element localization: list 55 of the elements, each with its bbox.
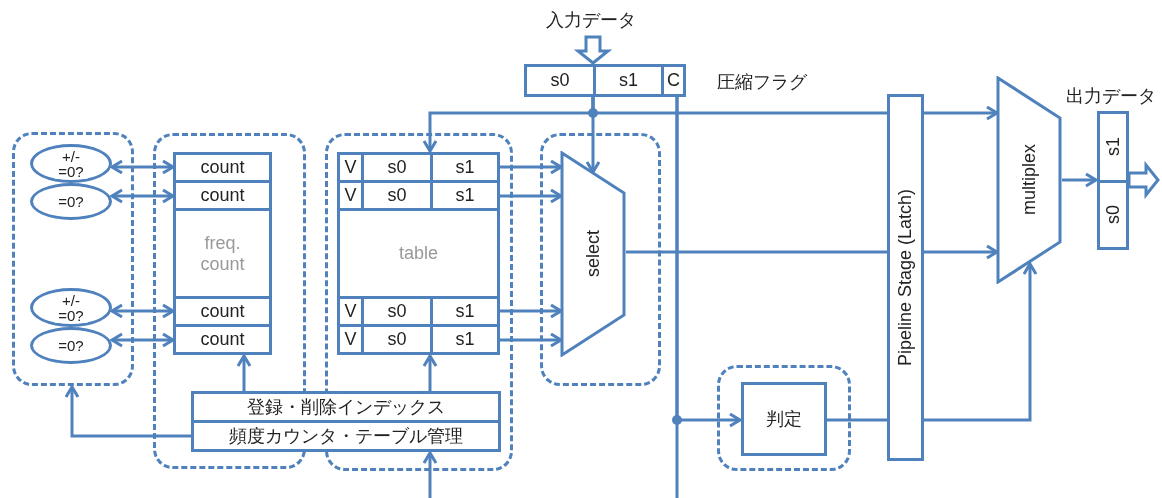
arrow	[236, 354, 252, 391]
comparator-ellipse: =0?	[30, 183, 112, 220]
connector-line	[591, 97, 887, 115]
edge-label: 入力データ	[546, 8, 636, 32]
selector-trapezoid: select	[560, 151, 626, 357]
dashed-group	[12, 132, 134, 386]
arrow	[924, 262, 1038, 422]
register-row	[524, 64, 686, 97]
connector-line	[827, 418, 887, 422]
table-cell-text: s1	[454, 156, 476, 180]
dashed-group	[717, 365, 851, 471]
register-box: 登録・削除インデックス	[191, 391, 501, 423]
table-cell-text: s0	[1101, 204, 1124, 227]
table-cell-text: s1	[454, 300, 476, 324]
register-box: table	[337, 208, 500, 299]
register-row	[1097, 111, 1129, 250]
comparator-ellipse: +/- =0?	[30, 144, 112, 183]
arrow	[500, 159, 563, 175]
caption-label: 出力データ	[1066, 85, 1156, 108]
arrow	[110, 188, 175, 204]
caption-label: 圧縮フラグ	[717, 71, 807, 94]
comparator-ellipse: +/- =0?	[30, 288, 112, 327]
hollow-arrow	[1127, 160, 1160, 200]
arrow	[500, 332, 563, 348]
dashed-group	[540, 133, 661, 386]
table-cell-text: s1	[454, 184, 476, 208]
register-row	[337, 324, 500, 355]
arrow	[500, 188, 563, 204]
table-cell: s0	[364, 327, 433, 352]
arrow	[675, 97, 742, 428]
arrow	[110, 303, 175, 319]
register-box: 判定	[741, 382, 827, 456]
arrow	[110, 332, 175, 348]
hollow-arrow	[573, 35, 613, 65]
arrow	[1062, 172, 1098, 188]
comparator-ellipse: =0?	[30, 327, 112, 364]
table-cell-text: s1	[454, 328, 476, 352]
register-box: count	[173, 324, 272, 355]
arrow	[64, 385, 191, 438]
register-box: freq. count	[173, 208, 272, 299]
table-cell: s0	[527, 67, 596, 94]
pipeline-latch-bar: Pipeline Stage (Latch)	[887, 94, 924, 461]
register-box: 頻度カウンタ・テーブル管理	[191, 420, 501, 452]
table-cell: V	[340, 327, 364, 352]
arrow	[422, 451, 438, 498]
arrow	[924, 105, 999, 121]
arrow	[924, 244, 999, 260]
table-cell: s1	[1100, 114, 1126, 183]
table-cell: s1	[596, 67, 664, 94]
arrow	[500, 303, 563, 319]
arrow	[110, 159, 175, 175]
selector-trapezoid: multiplex	[996, 76, 1062, 284]
arrow	[422, 354, 438, 391]
connector-line	[626, 250, 887, 254]
table-cell-text: C	[666, 69, 681, 93]
